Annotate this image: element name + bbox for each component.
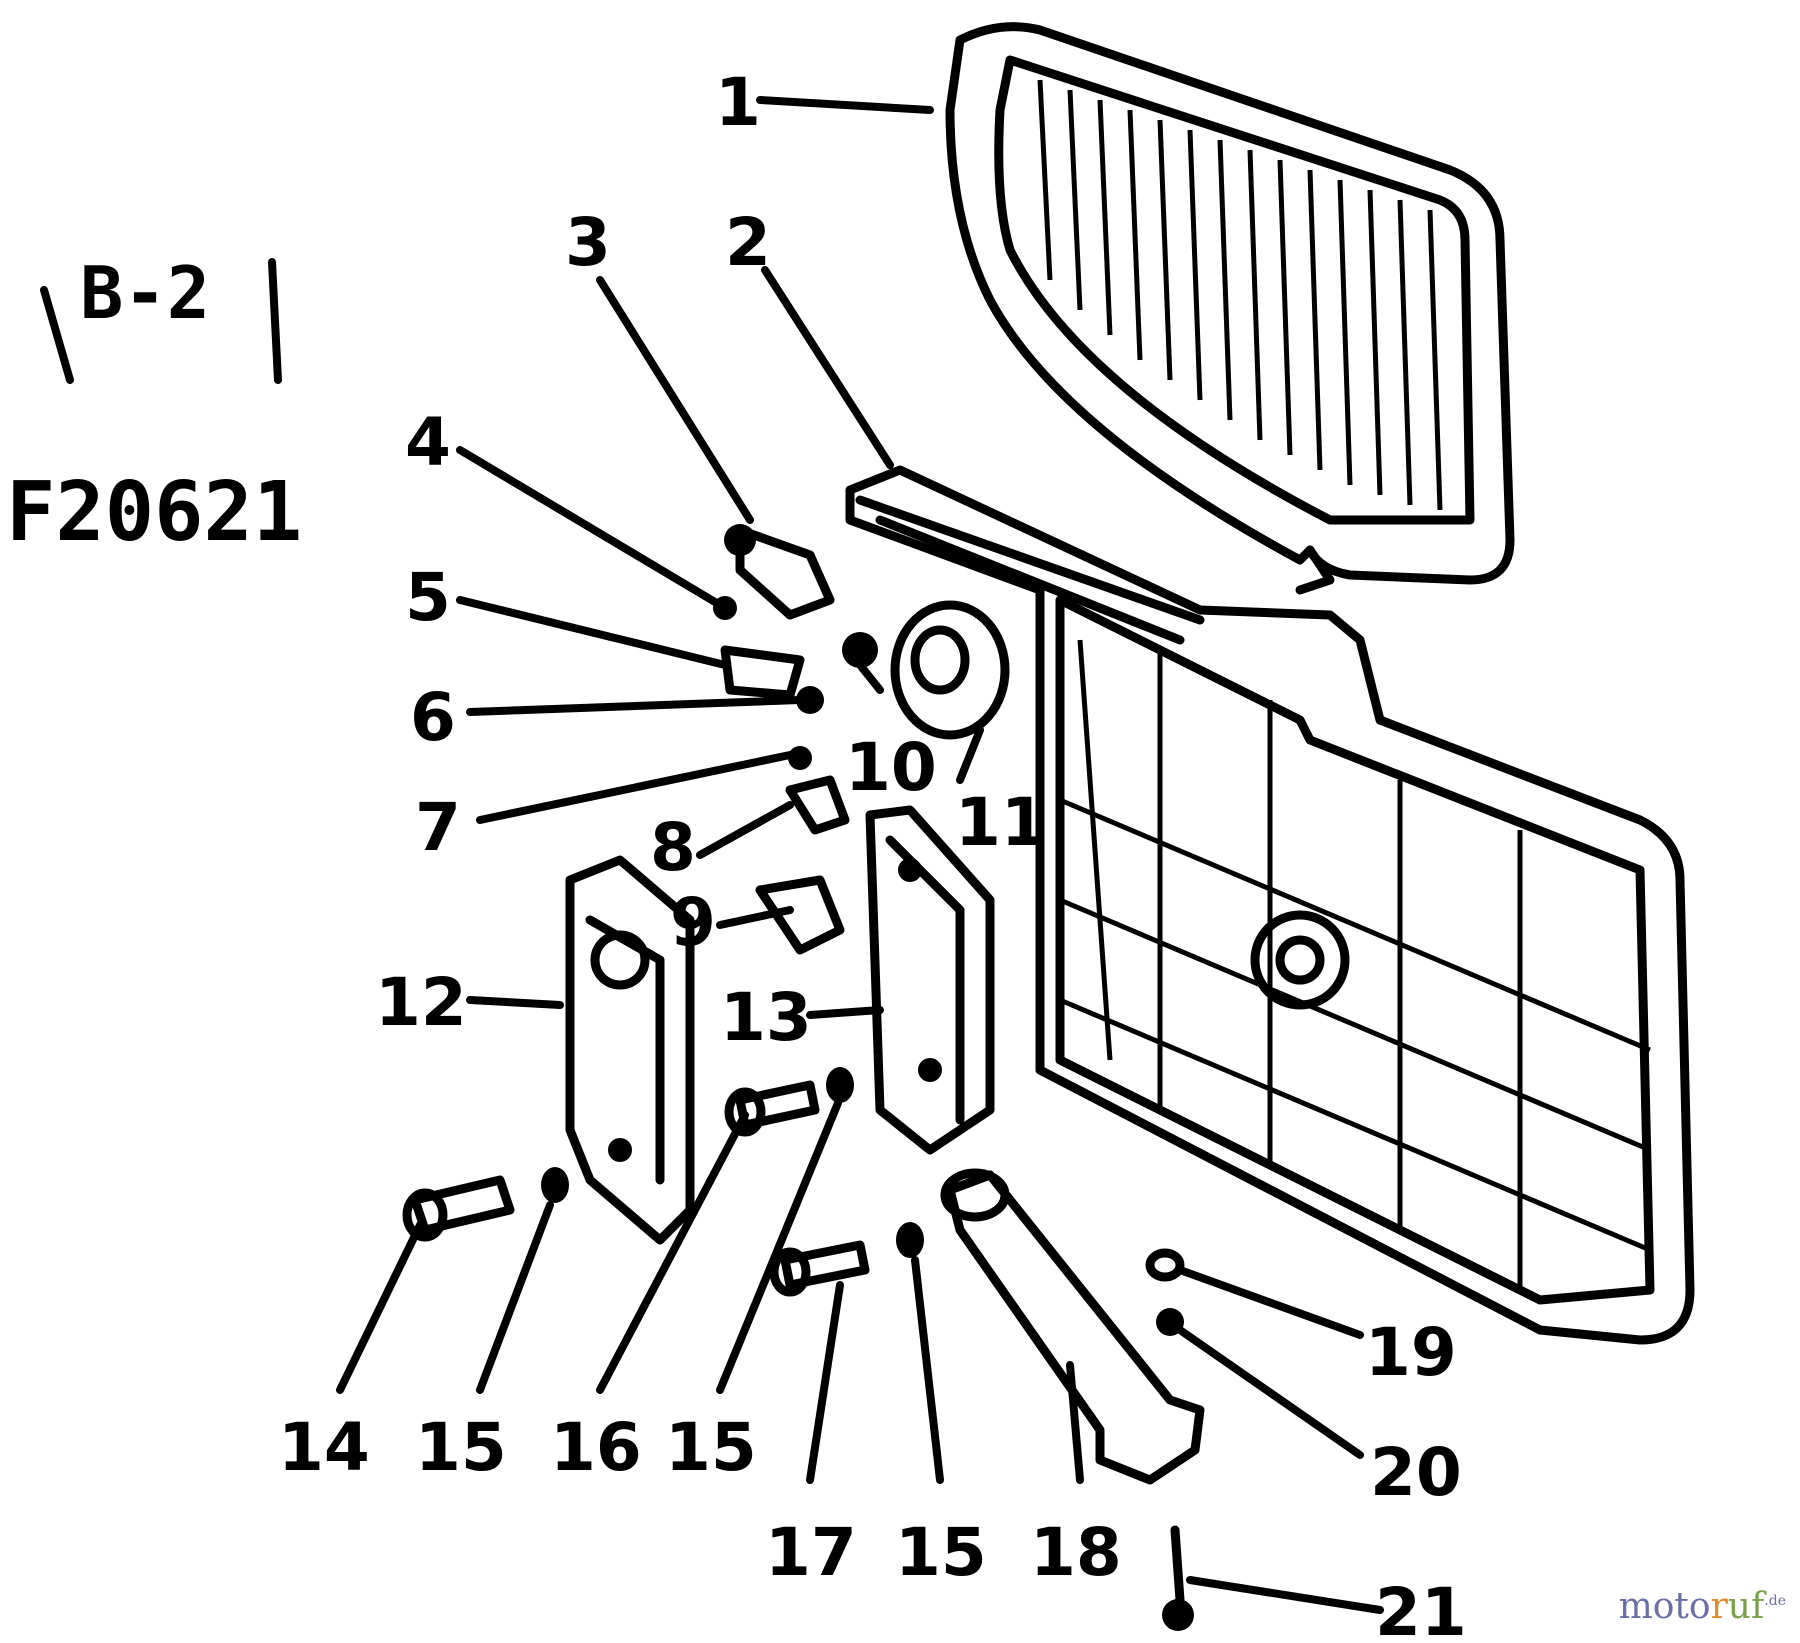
bolts-and-washers: [402, 1067, 924, 1297]
small-fasteners-lower: [1145, 1248, 1194, 1631]
washer-part-15c: [896, 1222, 924, 1258]
bolt-part-17: [780, 1240, 870, 1290]
callout-8: 8: [650, 809, 696, 886]
brace-part-18: [940, 1168, 1205, 1485]
callout-16: 16: [550, 1409, 642, 1486]
section-label-group: B-2: [40, 251, 282, 384]
watermark-suffix: .de: [1764, 1593, 1786, 1609]
callout-15c: 15: [895, 1514, 987, 1591]
bolt-part-21: [1170, 1525, 1185, 1605]
callout-15b: 15: [665, 1409, 757, 1486]
bracket-right: [268, 258, 282, 384]
callout-18: 18: [1030, 1514, 1122, 1591]
callout-9: 9: [670, 884, 716, 961]
callout-7: 7: [415, 789, 461, 866]
grille-frame: [845, 465, 1695, 1345]
callout-11: 11: [955, 784, 1047, 861]
bracket-part-13: [865, 805, 995, 1155]
callout-20: 20: [1370, 1434, 1462, 1511]
callout-21: 21: [1375, 1574, 1467, 1643]
watermark-logo: motoruf.de: [1619, 1586, 1786, 1627]
nut-part-6: [796, 686, 824, 714]
washer-part-7: [788, 746, 812, 770]
callout-5: 5: [405, 559, 451, 636]
front-grille: [945, 22, 1515, 595]
callout-10: 10: [845, 729, 937, 806]
callout-17: 17: [765, 1514, 857, 1591]
bolt-part-14: [410, 1175, 515, 1235]
watermark-text-a: moto: [1618, 1586, 1711, 1627]
bolt-part-5: [720, 645, 805, 700]
callout-1: 1: [715, 64, 761, 141]
callout-6: 6: [410, 679, 456, 756]
washer-part-19: [1145, 1248, 1185, 1282]
washer-part-15a: [541, 1167, 569, 1203]
leader-lines: [336, 96, 1384, 1614]
section-label: B-2: [80, 251, 210, 335]
bracket-left: [40, 286, 74, 384]
callout-4: 4: [405, 404, 451, 481]
callout-13: 13: [720, 979, 812, 1056]
small-hardware: [713, 524, 850, 955]
figure-code: F20621: [6, 465, 302, 560]
clip-part-9: [755, 875, 845, 955]
washer-part-15b: [826, 1067, 854, 1103]
callout-3: 3: [565, 204, 611, 281]
callout-12: 12: [375, 964, 467, 1041]
callout-19: 19: [1365, 1314, 1457, 1391]
callout-2: 2: [725, 204, 771, 281]
pulley-assembly: [842, 600, 1010, 740]
callout-numbers: 1 2 3 4 5 6 7 8 9 10 11 12 13 14 15 16 1…: [278, 64, 1467, 1643]
watermark-text-b: r: [1710, 1586, 1728, 1627]
callout-15a: 15: [415, 1409, 507, 1486]
watermark-text-c: uf: [1727, 1586, 1765, 1627]
bracket-part-3: [735, 525, 835, 620]
callout-14: 14: [278, 1409, 370, 1486]
bracket-part-12: [565, 855, 695, 1245]
clip-part-8: [785, 775, 850, 835]
